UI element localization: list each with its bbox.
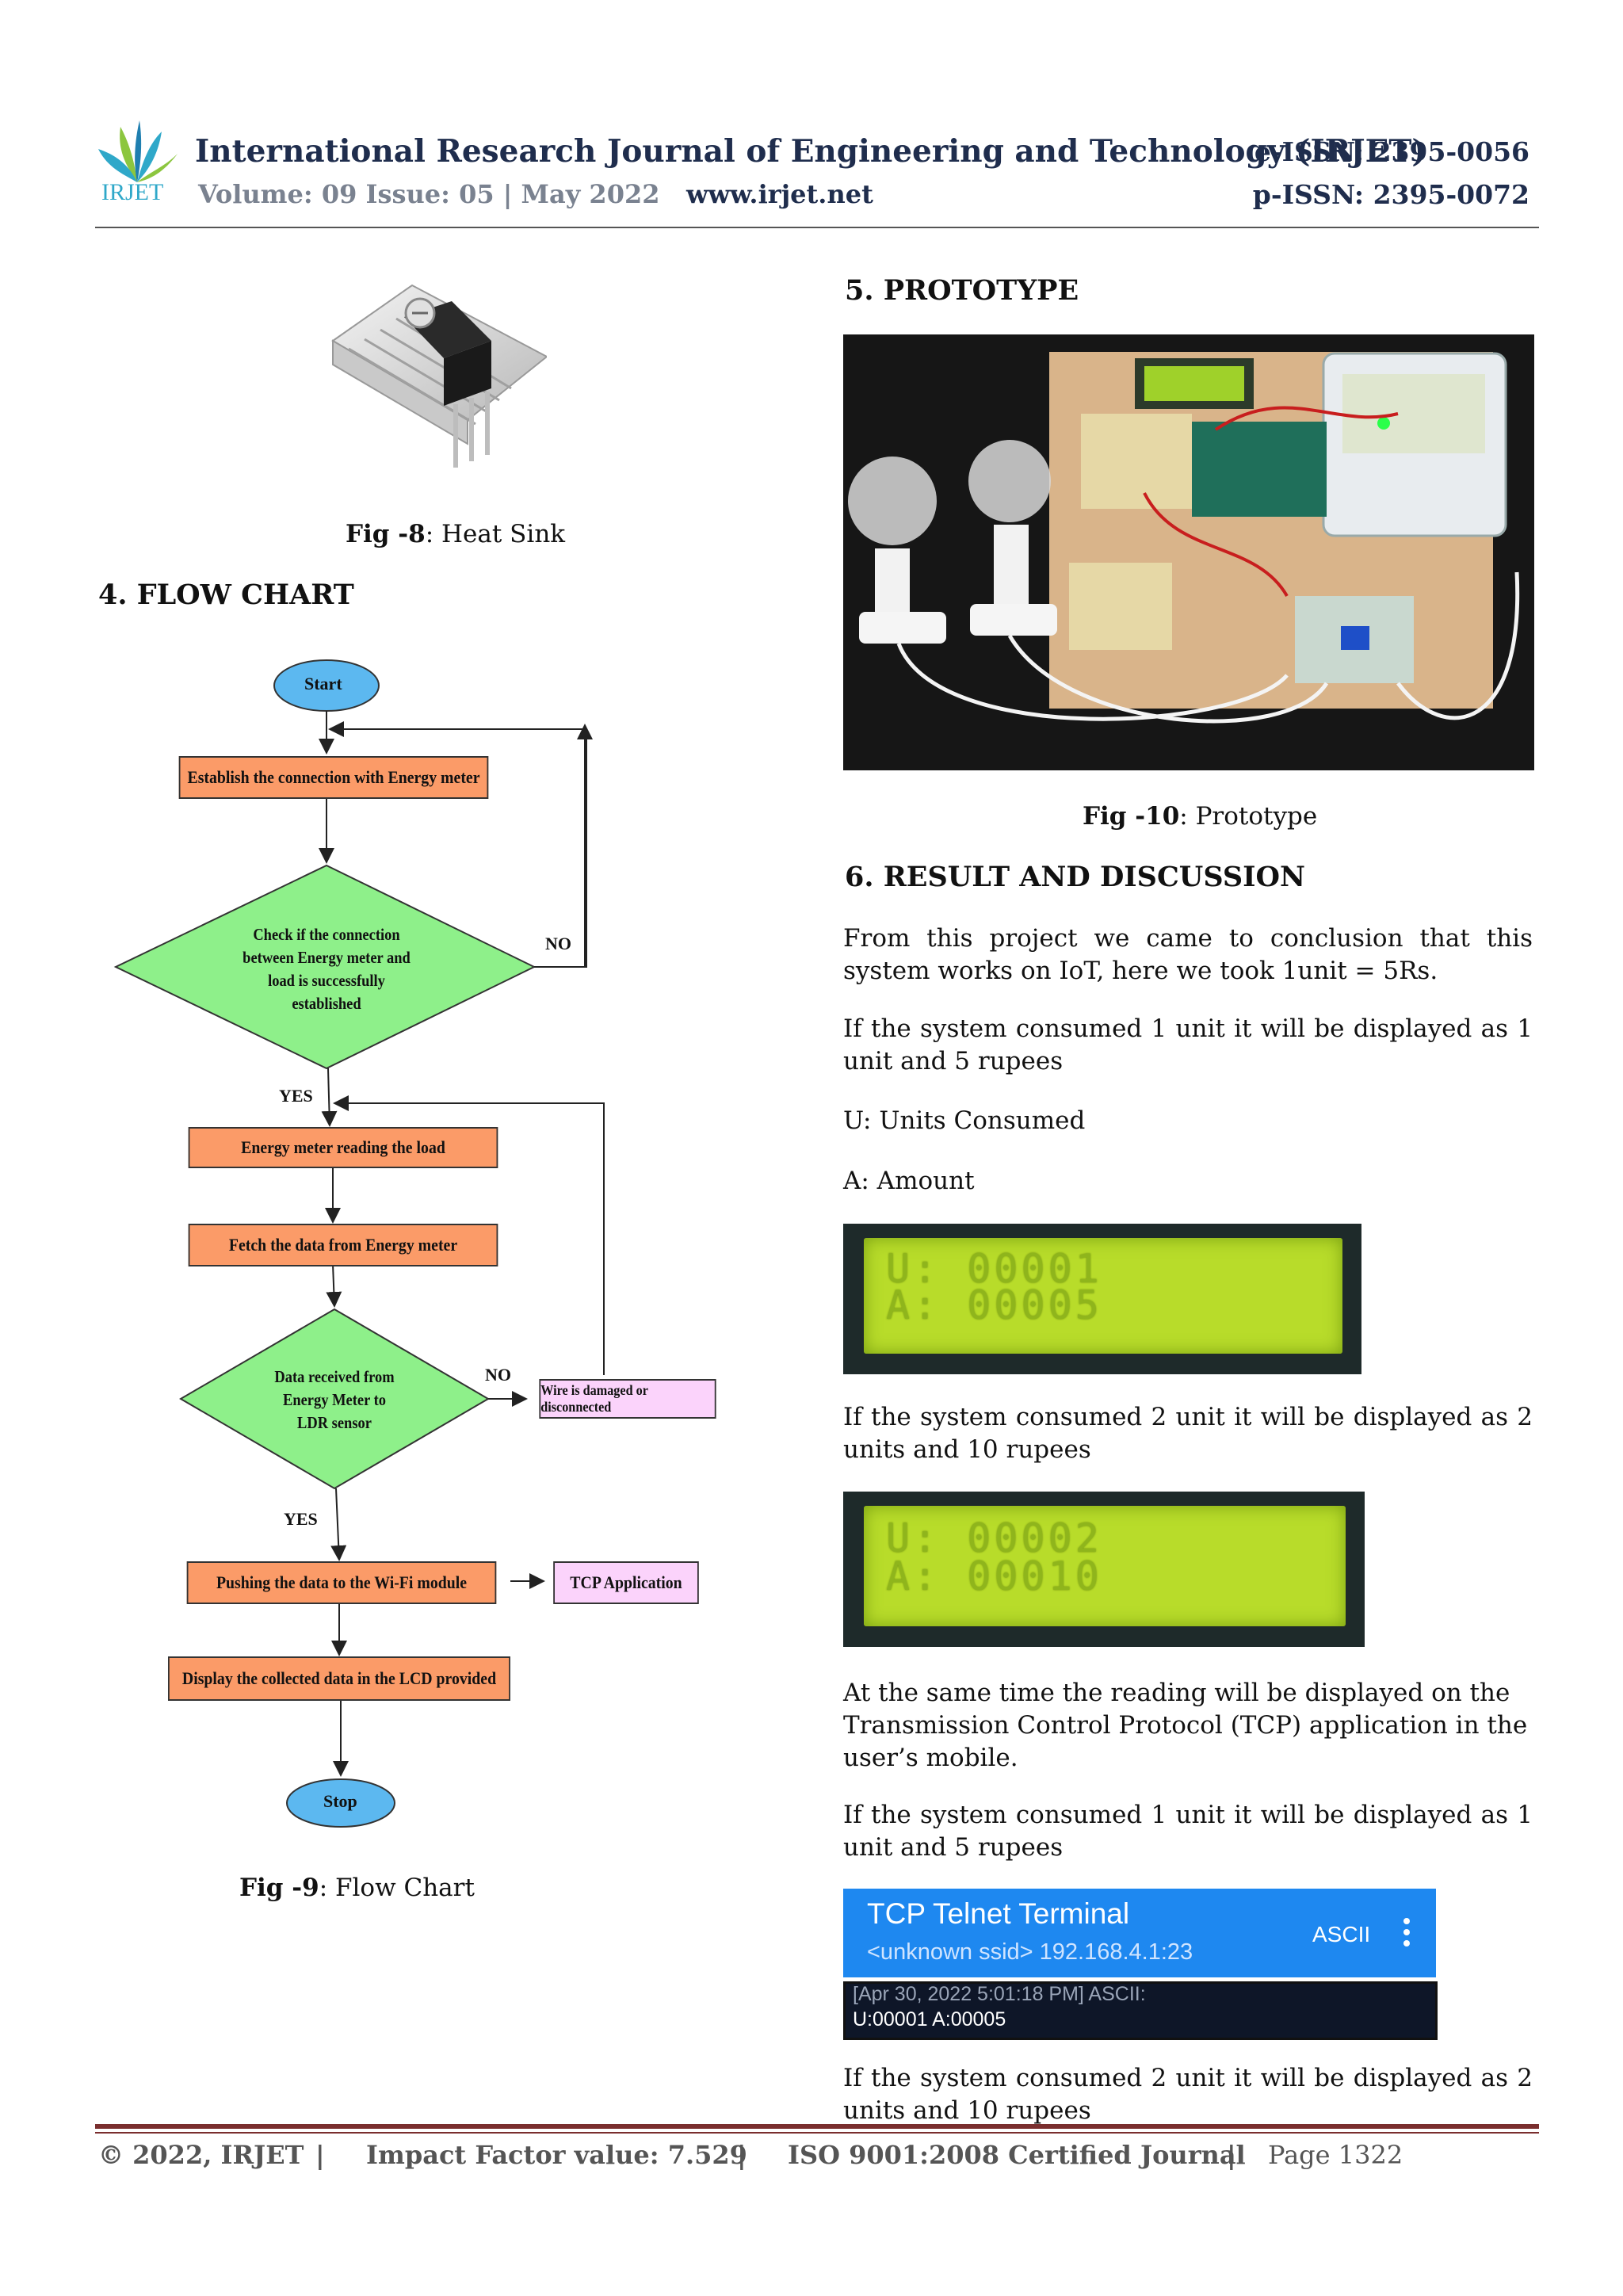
- footer-separator: |: [737, 2140, 747, 2170]
- footer-divider: [95, 2132, 1539, 2134]
- result-paragraph: At the same time the reading will be dis…: [843, 1679, 1528, 1772]
- fig10-label: Fig -10: [1083, 802, 1180, 831]
- result-paragraph: From this project we came to conclusion …: [843, 924, 1533, 985]
- fig9-text: : Flow Chart: [319, 1874, 475, 1902]
- fig8-text: : Heat Sink: [425, 520, 566, 548]
- result-paragraph: If the system consumed 1 unit it will be…: [843, 1801, 1533, 1862]
- fc-check-line: Check if the connection: [253, 925, 400, 944]
- flow-chart: Start Establish the connection with Ener…: [111, 650, 737, 1839]
- fc-yes1-label: YES: [279, 1086, 313, 1106]
- fc-start-label: Start: [304, 674, 342, 693]
- fc-establish-box: Establish the connection with Energy met…: [178, 756, 489, 799]
- heat-sink-image: [317, 269, 548, 491]
- fc-display-box: Display the collected data in the LCD pr…: [168, 1656, 510, 1701]
- tcp-value-line: U:00001 A:00005: [853, 2008, 1006, 2030]
- fc-received-line: Energy Meter to: [283, 1390, 386, 1409]
- lcd-amount-line: A: 00010: [886, 1553, 1102, 1599]
- lcd-screen: U: 00001 A: 00005: [864, 1238, 1342, 1354]
- more-options-icon[interactable]: [1403, 1916, 1411, 1948]
- fc-check-line: between Energy meter and: [242, 948, 411, 967]
- footer-separator: |: [1227, 2140, 1236, 2170]
- fc-reading-box: Energy meter reading the load: [188, 1127, 498, 1168]
- fc-fetch-box: Fetch the data from Energy meter: [188, 1224, 498, 1266]
- result-heading: 6. RESULT AND DISCUSSION: [845, 861, 1305, 893]
- fc-received-line: LDR sensor: [297, 1413, 372, 1432]
- fc-no2-label: NO: [485, 1365, 511, 1385]
- fc-check-line: load is successfully: [268, 971, 385, 990]
- tcp-app-title: TCP Telnet Terminal: [867, 1897, 1130, 1930]
- website-link[interactable]: www.irjet.net: [686, 179, 873, 209]
- flowchart-heading: 4. FLOW CHART: [98, 579, 354, 611]
- result-paragraph: If the system consumed 2 unit it will be…: [843, 1403, 1533, 1464]
- p-issn: p-ISSN: 2395-0072: [1252, 179, 1529, 210]
- lcd-amount-line: A: 00005: [886, 1282, 1102, 1328]
- tcp-mode-button[interactable]: ASCII: [1312, 1922, 1371, 1946]
- amount-definition: A: Amount: [843, 1167, 975, 1195]
- units-definition: U: Units Consumed: [843, 1106, 1086, 1135]
- lcd-display-1: U: 00001 A: 00005: [843, 1224, 1361, 1374]
- fig8-label: Fig -8: [346, 520, 426, 548]
- footer-separator: |: [315, 2140, 325, 2170]
- fig9-caption: Fig -9: Flow Chart: [239, 1874, 475, 1902]
- fc-yes2-label: YES: [284, 1509, 318, 1529]
- fc-stop-label: Stop: [323, 1791, 357, 1811]
- footer-divider: [95, 2124, 1539, 2129]
- journal-logo: [94, 117, 181, 211]
- result-paragraph: If the system consumed 2 unit it will be…: [843, 2064, 1533, 2125]
- footer-copyright: © 2022, IRJET: [98, 2140, 304, 2170]
- fig9-label: Fig -9: [239, 1874, 319, 1902]
- tcp-app-bar: [843, 1889, 1436, 1977]
- volume-issue: Volume: 09 Issue: 05 | May 2022: [198, 179, 660, 209]
- e-issn: e-ISSN: 2395-0056: [1254, 136, 1529, 167]
- fig8-caption: Fig -8: Heat Sink: [346, 520, 565, 548]
- fc-no1-label: NO: [545, 934, 571, 953]
- logo-text: IRJET: [101, 179, 164, 205]
- tcp-log-line: [Apr 30, 2022 5:01:18 PM] ASCII:: [853, 1983, 1146, 2005]
- irjet-leaf-icon: [98, 120, 178, 182]
- fc-check-line: established: [292, 994, 361, 1013]
- prototype-photo: [843, 334, 1534, 770]
- tcp-terminal-output: [843, 1981, 1438, 2040]
- fc-tcp-app-box: TCP Application: [553, 1561, 699, 1604]
- lcd-display-2: U: 00002 A: 00010: [843, 1492, 1365, 1647]
- lcd-units-line: U: 00001: [886, 1246, 1102, 1292]
- footer-impact-factor: Impact Factor value: 7.529: [366, 2140, 747, 2170]
- header-divider: [95, 227, 1539, 228]
- tcp-connection-info: <unknown ssid> 192.168.4.1:23: [867, 1939, 1193, 1965]
- lcd-units-line: U: 00002: [886, 1515, 1102, 1561]
- footer-iso: ISO 9001:2008 Certified Journal: [788, 2140, 1246, 2170]
- fc-received-line: Data received from: [274, 1367, 395, 1386]
- footer-page-number: Page 1322: [1268, 2140, 1403, 2170]
- fc-wire-box: Wire is damaged or disconnected: [539, 1379, 716, 1419]
- lcd-screen: U: 00002 A: 00010: [864, 1506, 1346, 1626]
- journal-title: International Research Journal of Engine…: [195, 133, 1426, 170]
- fig10-caption: Fig -10: Prototype: [1083, 802, 1317, 831]
- fc-pushing-box: Pushing the data to the Wi-Fi module: [186, 1561, 497, 1604]
- prototype-heading: 5. PROTOTYPE: [845, 274, 1079, 307]
- fig10-text: : Prototype: [1179, 802, 1318, 831]
- fc-check-label: Check if the connection between Energy m…: [229, 923, 424, 1015]
- fc-received-label: Data received from Energy Meter to LDR s…: [258, 1366, 411, 1435]
- result-paragraph: If the system consumed 1 unit it will be…: [843, 1014, 1533, 1075]
